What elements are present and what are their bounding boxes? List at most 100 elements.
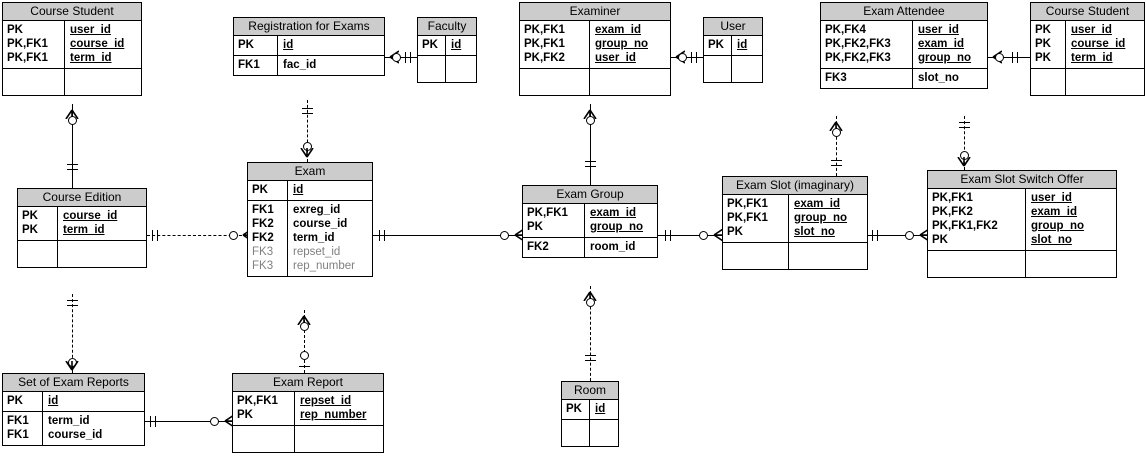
one-marker-icon (298, 366, 310, 367)
entity-attribute-name: group_no (918, 52, 972, 64)
entity-attribute-name: id (595, 403, 606, 415)
one-marker-icon (958, 127, 970, 128)
entity-attribute-name: user_id (1071, 24, 1112, 36)
one-marker-icon (150, 415, 151, 427)
entity-section: PK id (248, 181, 372, 201)
entity-key-label: FK1 (238, 59, 260, 71)
entity-attribute-name: group_no (794, 212, 848, 224)
entity-attribute-name: repset_id (293, 246, 341, 258)
entity-title: Course Edition (18, 189, 146, 207)
entity-key-label: PK (7, 395, 23, 407)
one-marker-icon (66, 300, 78, 301)
entity-key-label: PK,FK4 (825, 24, 866, 36)
entity-attribute-name: id (293, 184, 304, 196)
rel-examslot-switchoffer-line (868, 235, 927, 236)
entity-empty-section (1031, 69, 1144, 95)
entity-key-column: PK (704, 36, 732, 55)
entity-key-column: FK1 (234, 56, 278, 75)
entity-key-label: PK,FK2,FK3 (825, 52, 891, 64)
rel-attendee-coursestudent-line (988, 57, 1030, 58)
entity-key-label: PK,FK2 (524, 52, 565, 64)
rel-attendee-switchoffer-line (964, 116, 965, 170)
optional-marker-icon (698, 230, 708, 240)
entity-attribute-name: term_id (48, 415, 90, 427)
optional-marker-icon (209, 416, 219, 426)
entity-attribute-column (58, 241, 146, 267)
entity-attribute-name: id (451, 39, 462, 51)
entity-attribute-name: slot_no (918, 72, 959, 84)
entity-empty-section (3, 69, 141, 95)
entity-title: User (704, 18, 762, 36)
one-marker-icon (670, 229, 671, 241)
one-marker-icon (155, 415, 156, 427)
entity-title: Faculty (418, 18, 476, 36)
entity-attribute-name: exam_id (918, 38, 965, 50)
entity-key-label: FK2 (527, 241, 549, 253)
rel-examgroup-examslot-line (658, 235, 722, 236)
one-marker-icon (665, 229, 666, 241)
entity-attribute-name: course_id (48, 429, 103, 441)
entity-empty-section (704, 56, 762, 82)
rel-examgroup-room-line (590, 286, 591, 381)
entity-title: Set of Exam Reports (3, 374, 144, 392)
entity-title: Registration for Exams (234, 18, 384, 36)
entity-attribute-name: course_id (1071, 38, 1126, 50)
entity-empty-section (520, 69, 670, 95)
entity-attribute-name: course_id (70, 38, 125, 50)
crows-foot-icon (63, 361, 81, 379)
entity-key-column: PK (248, 181, 288, 200)
entity-key-column: FK3 (821, 69, 913, 88)
entity-attribute-name: group_no (595, 38, 649, 50)
entity-key-label: PK,FK2,FK3 (825, 38, 891, 50)
entity-key-label: PK,FK1 (237, 395, 278, 407)
entity-attribute-column: id (590, 400, 618, 419)
crows-foot-icon (955, 157, 973, 175)
entity-attribute-column (295, 426, 383, 452)
entity-key-label: FK1 (7, 429, 29, 441)
entity-attribute-name: exreg_id (293, 204, 341, 216)
optional-marker-icon (299, 350, 309, 360)
entity-attribute-name: slot_no (1031, 234, 1072, 246)
entity-key-label: PK (422, 39, 438, 51)
optional-marker-icon (831, 127, 841, 137)
entity-key-column (928, 251, 1026, 277)
entity-key-label: PK,FK1,FK2 (932, 220, 998, 232)
optional-marker-icon (904, 230, 914, 240)
entity-attribute-column (789, 243, 867, 269)
entity-attribute-name: group_no (1031, 220, 1085, 232)
rel-courseedition-reports-line (72, 294, 73, 373)
entity-key-column: PK (418, 36, 446, 55)
one-marker-icon (958, 122, 970, 123)
rel-courseedition-exam-line (147, 235, 247, 236)
entity-key-column (704, 56, 732, 82)
one-marker-icon (66, 169, 78, 170)
rel-registration-faculty-line (385, 57, 417, 58)
one-marker-icon (1012, 51, 1013, 63)
